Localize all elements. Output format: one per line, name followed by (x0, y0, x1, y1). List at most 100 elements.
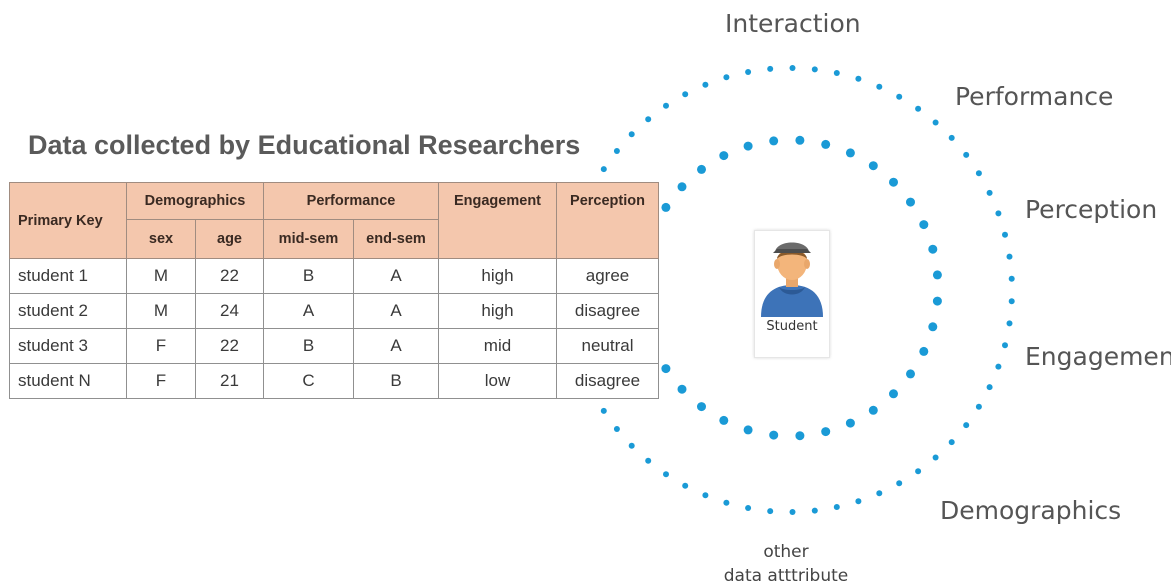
outer-ring-dot (645, 116, 652, 123)
outer-ring-dot (789, 65, 796, 71)
inner-ring-dot (889, 389, 898, 399)
other-label-line2: data atttribute (723, 566, 849, 586)
outer-ring-dot (896, 480, 903, 487)
inner-dotted-ring (661, 135, 942, 441)
outer-ring-dot (833, 504, 840, 510)
cell-perception: disagree (556, 293, 659, 329)
cell-mid-sem: C (263, 363, 354, 399)
table-row: student 3 F 22 B A mid neutral (9, 328, 659, 364)
cell-key: student 2 (9, 293, 127, 329)
cell-key: student 3 (9, 328, 127, 364)
outer-ring-dot (682, 482, 689, 489)
page-title: Data collected by Educational Researcher… (28, 130, 581, 160)
table-row: student 1 M 22 B A high agree (9, 258, 659, 294)
cell-sex: M (126, 258, 196, 294)
outer-ring-dot (896, 93, 903, 100)
header-engagement: Engagement (438, 182, 557, 259)
inner-ring-dot (697, 164, 706, 174)
other-label-line1: other (763, 542, 809, 562)
cell-sex: M (126, 293, 196, 329)
outer-ring-dot (767, 65, 774, 72)
outer-ring-dot (915, 105, 922, 112)
inner-ring-dot (719, 151, 729, 161)
cell-mid-sem: B (263, 258, 354, 294)
inner-ring-dot (919, 346, 929, 356)
outer-ring-dot (682, 91, 689, 98)
outer-ring-dot (1002, 231, 1008, 238)
cell-end-sem: A (353, 328, 439, 364)
inner-ring-dot (845, 148, 855, 158)
outer-ring-dot (745, 505, 752, 511)
outer-ring-dot (915, 468, 922, 475)
inner-ring-dot (932, 296, 942, 306)
outer-ring-dot (986, 189, 993, 196)
outer-ring-dot (948, 134, 955, 141)
label-perception: Perception (1025, 195, 1158, 224)
inner-ring-dot (932, 270, 942, 280)
cell-age: 24 (195, 293, 264, 329)
subheader-sex: sex (126, 219, 196, 259)
header-demographics: Demographics (126, 182, 264, 220)
outer-ring-dot (702, 81, 709, 88)
inner-ring-dot (769, 430, 779, 440)
outer-ring-dot (855, 75, 862, 82)
cell-sex: F (126, 328, 196, 364)
outer-ring-dot (1008, 275, 1015, 282)
inner-ring-dot (743, 425, 753, 435)
header-primary-key: Primary Key (9, 182, 127, 259)
outer-ring-dot (932, 119, 939, 126)
table-subheader-row: sex age mid-sem end-sem (10, 219, 659, 259)
outer-ring-dot (975, 170, 982, 177)
outer-ring-dot (767, 508, 774, 515)
table-header-row: Primary Key Demographics Performance Eng… (9, 182, 659, 259)
outer-ring-dot (948, 439, 955, 446)
outer-ring-dot (613, 148, 620, 154)
table-row: student N F 21 C B low disagree (9, 363, 659, 399)
label-engagement: Engagement (1025, 342, 1171, 371)
inner-ring-dot (868, 161, 878, 171)
subheader-mid-sem: mid-sem (263, 219, 354, 259)
outer-ring-dot (600, 407, 607, 414)
inner-ring-dot (661, 202, 671, 212)
inner-ring-dot (743, 141, 753, 151)
outer-ring-dot (789, 509, 796, 515)
header-perception: Perception (556, 182, 659, 259)
inner-ring-dot (906, 369, 915, 379)
cell-end-sem: B (353, 363, 439, 399)
cell-age: 21 (195, 363, 264, 399)
inner-ring-dot (928, 322, 938, 332)
student-avatar-icon (761, 242, 823, 317)
outer-ring-dot (723, 74, 730, 81)
outer-ring-dot (833, 70, 840, 76)
outer-ring-dot (745, 69, 752, 75)
outer-ring-dot (975, 403, 982, 410)
outer-ring-dot (702, 492, 709, 499)
outer-ring-dot (855, 498, 862, 505)
outer-ring-dot (645, 457, 652, 464)
outer-ring-dot (628, 442, 635, 449)
outer-ring-dot (600, 166, 607, 173)
inner-ring-dot (719, 415, 729, 425)
student-label: Student (766, 319, 818, 334)
cell-perception: disagree (556, 363, 659, 399)
table-row: student 2 M 24 A A high disagree (9, 293, 659, 329)
inner-ring-dot (845, 418, 855, 428)
inner-ring-dot (906, 197, 915, 207)
cell-age: 22 (195, 328, 264, 364)
label-demographics: Demographics (940, 496, 1122, 525)
inner-ring-dot (821, 427, 831, 437)
outer-ring-dot (723, 499, 730, 506)
header-performance: Performance (263, 182, 439, 220)
inner-ring-dot (795, 431, 805, 441)
outer-ring-dot (963, 151, 970, 158)
outer-ring-dot (628, 131, 635, 138)
cell-engagement: low (438, 363, 557, 399)
outer-ring-dot (663, 102, 669, 109)
outer-ring-dot (663, 471, 669, 478)
subheader-end-sem: end-sem (353, 219, 439, 259)
cell-engagement: high (438, 293, 557, 329)
cell-end-sem: A (353, 258, 439, 294)
outer-ring-dot (1006, 320, 1013, 327)
student-card: Student (754, 230, 830, 358)
cell-mid-sem: A (263, 293, 354, 329)
